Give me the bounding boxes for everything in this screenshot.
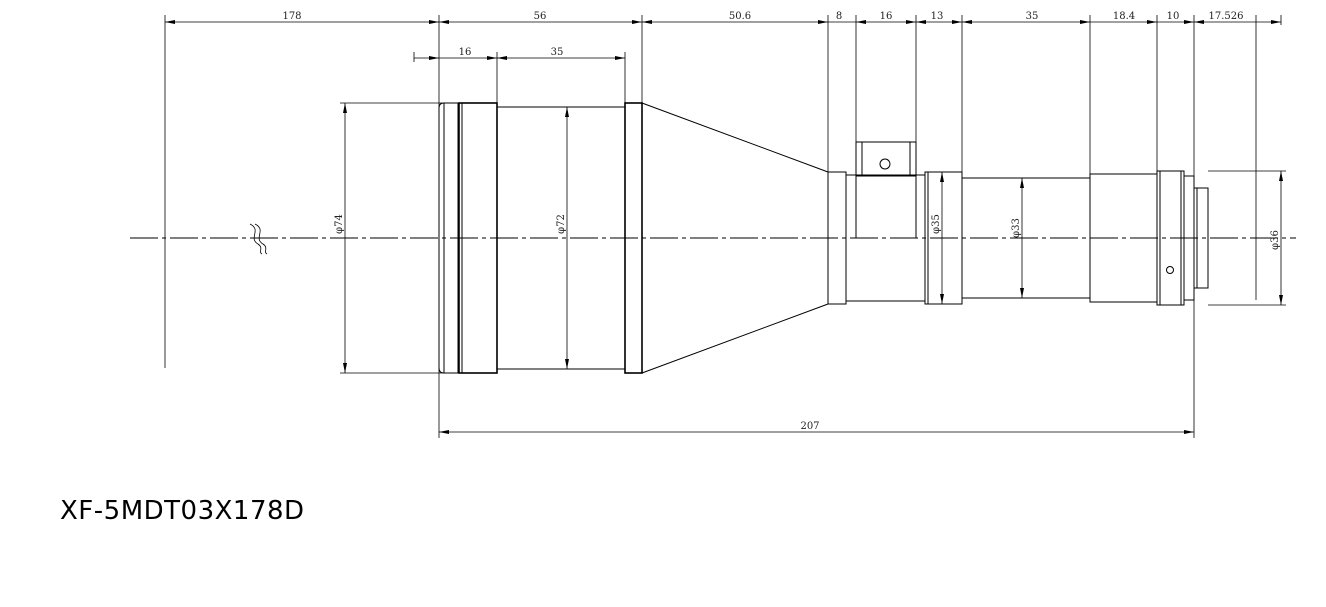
- top-dimension-chain: 178 56 50.6 8 16 13 35 18.4 10 17.526: [165, 11, 1281, 24]
- dim-35-second: 35: [551, 47, 564, 58]
- model-number: XF-5MDT03X178D: [60, 496, 305, 526]
- dim-35-top: 35: [1026, 11, 1039, 22]
- dim-10: 10: [1167, 11, 1180, 22]
- dim-18-4: 18.4: [1113, 11, 1135, 22]
- dim-16-top: 16: [880, 11, 893, 22]
- dim-phi-35: φ35: [931, 214, 942, 234]
- diameter-dimensions: φ74 φ72 φ35 φ33 φ36: [334, 102, 1286, 374]
- dim-207: 207: [800, 421, 819, 432]
- dim-56: 56: [534, 11, 547, 22]
- extension-lines: [164, 15, 1282, 438]
- break-symbol: [249, 223, 263, 255]
- overall-length-dimension: 207: [439, 421, 1194, 434]
- dim-50-6: 50.6: [729, 11, 751, 22]
- dim-phi-36: φ36: [1270, 230, 1281, 250]
- dim-17-526: 17.526: [1209, 11, 1244, 22]
- dim-phi-74: φ74: [334, 214, 345, 234]
- dim-13: 13: [931, 11, 944, 22]
- dim-178: 178: [282, 11, 301, 22]
- dim-8: 8: [836, 11, 842, 22]
- dim-phi-72: φ72: [556, 214, 567, 234]
- dim-16-second: 16: [459, 47, 472, 58]
- second-dimension-chain: 16 35: [414, 47, 625, 60]
- dim-phi-33: φ33: [1011, 218, 1022, 238]
